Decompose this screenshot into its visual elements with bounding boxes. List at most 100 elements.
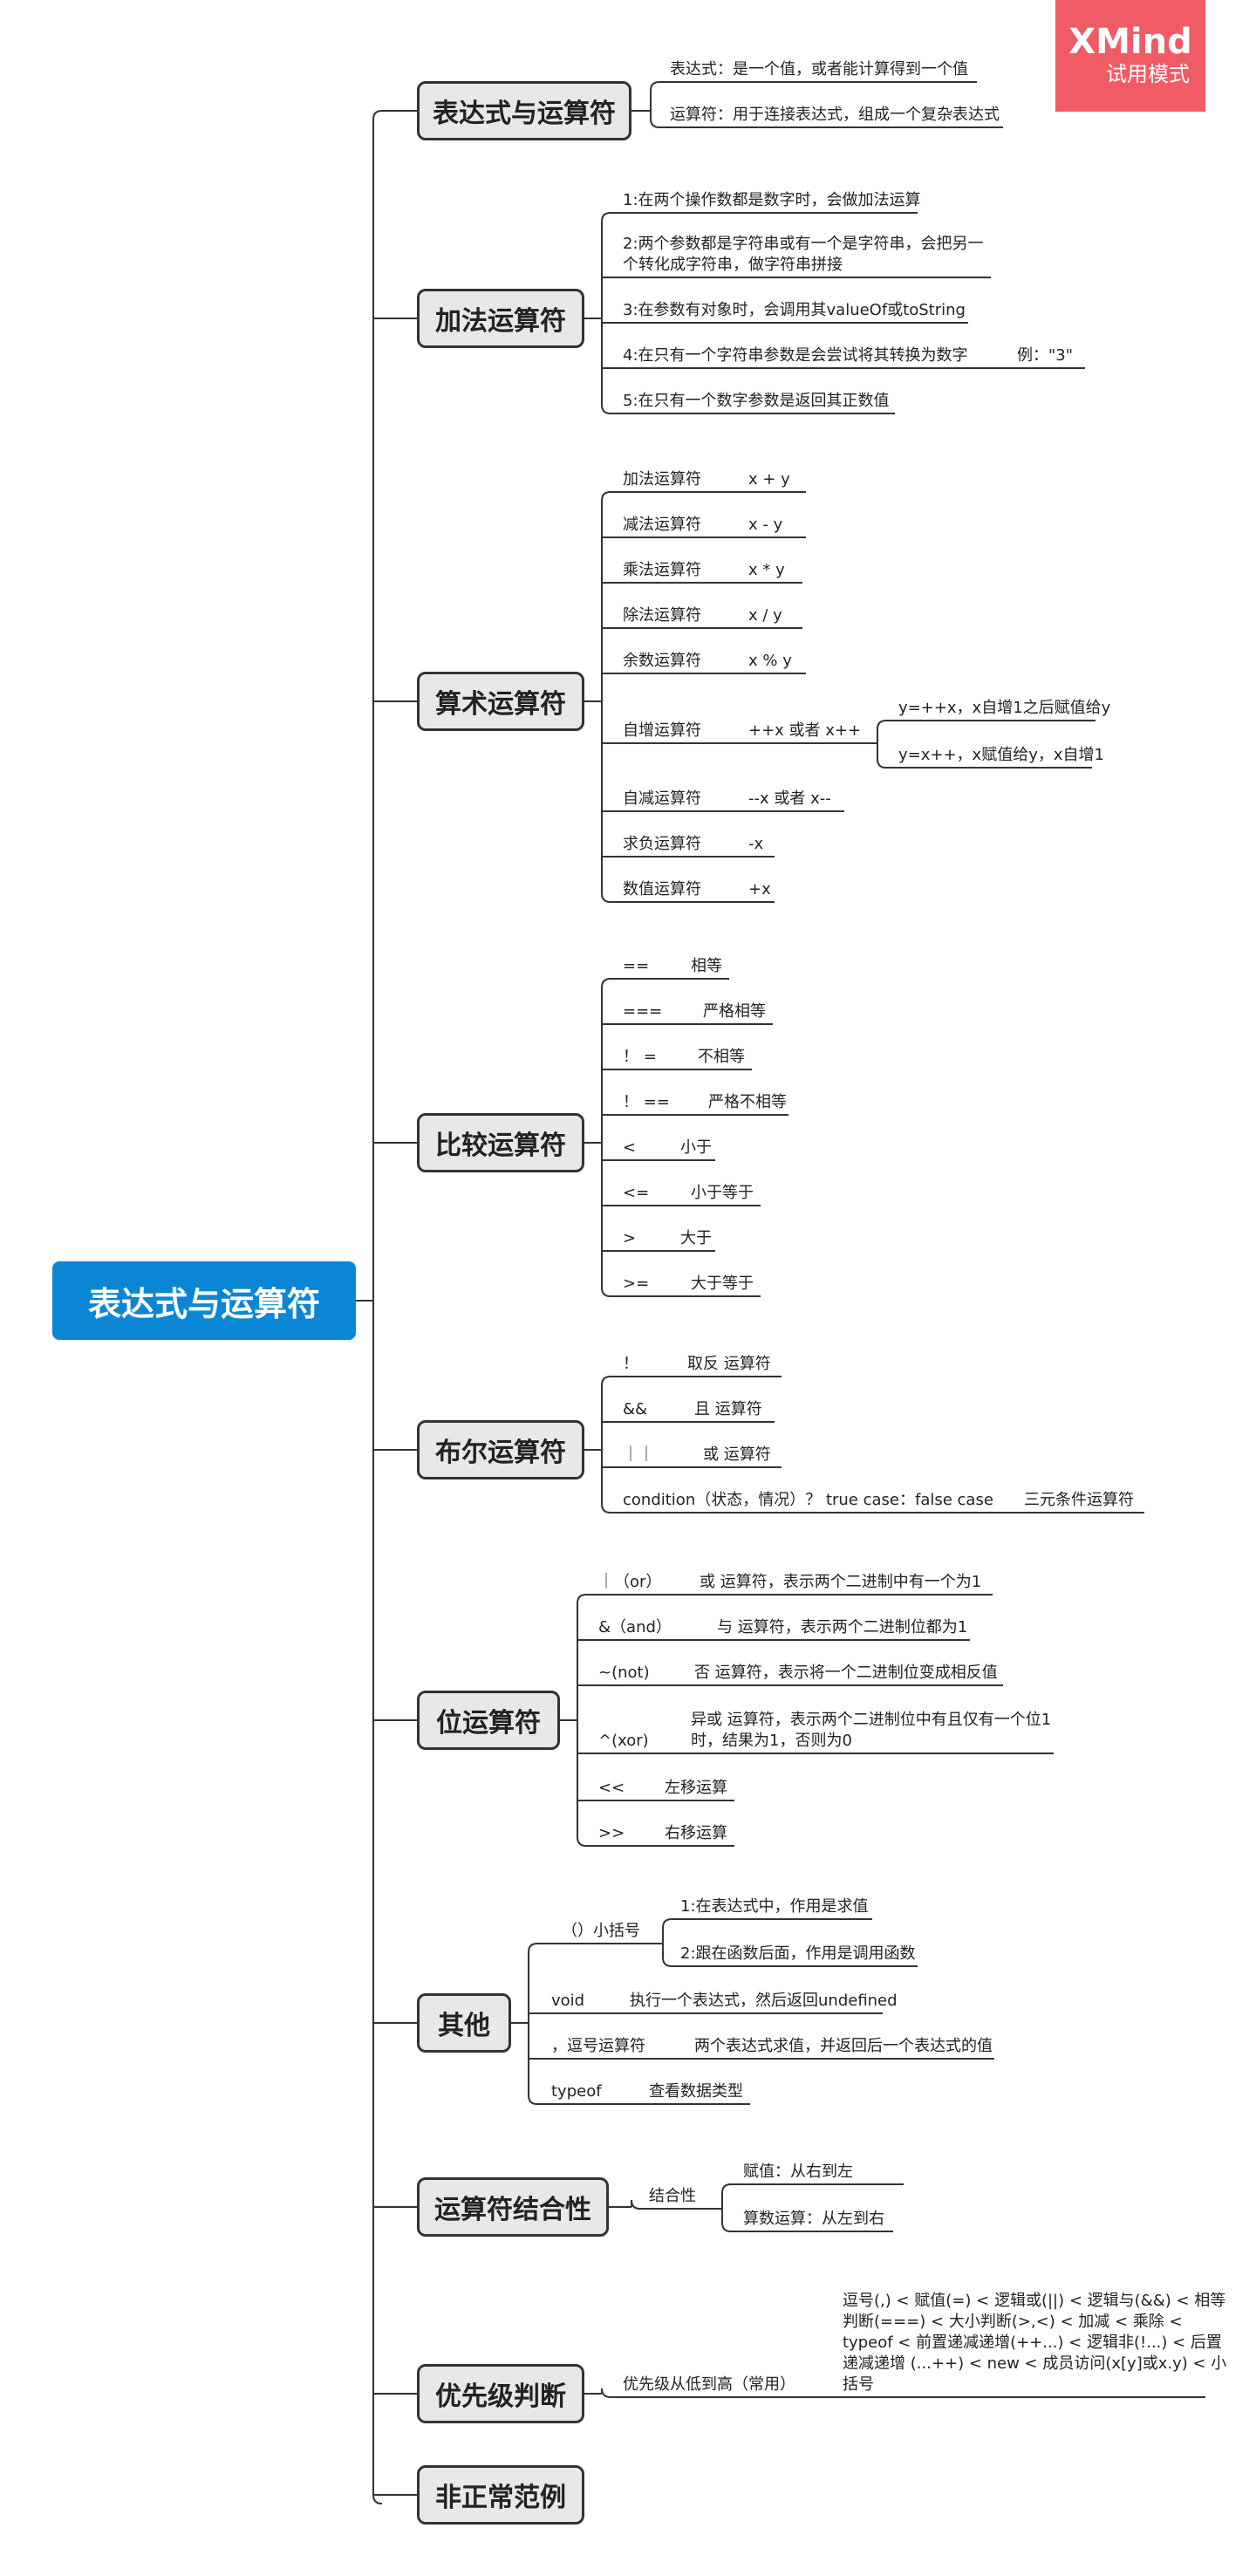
connector-line xyxy=(372,110,417,120)
compare-operator-symbol[interactable]: < xyxy=(623,1138,637,1157)
bitwise-operator-desc: 异或 运算符，表示两个二进制位中有且仅有一个位1 xyxy=(691,1711,1052,1729)
add-rule[interactable]: 4:在只有一个字符串参数是会尝试将其转换为数字 xyxy=(623,346,968,365)
bitwise-operator-desc: 右移运算 xyxy=(665,1824,727,1842)
compare-operator-desc: 严格相等 xyxy=(703,1002,766,1021)
boolean-operator-desc: 取反 运算符 xyxy=(687,1355,771,1373)
connector-line xyxy=(601,978,729,1143)
bitwise-operator-desc-cont: 时，结果为1，否则为0 xyxy=(691,1732,852,1750)
precedence-line: 逗号(,) < 赋值(=) < 逻辑或(||) < 逻辑与(&&) < 相等 xyxy=(843,2292,1226,2310)
arith-operator-name[interactable]: 减法运算符 xyxy=(623,516,701,534)
connector-line xyxy=(601,2388,1205,2398)
bitwise-operator-symbol[interactable]: ｜（or） xyxy=(598,1573,662,1591)
compare-operator-desc: 严格不相等 xyxy=(708,1093,787,1111)
topic-expression[interactable]: 表达式与运算符 xyxy=(417,81,631,140)
compare-operator-symbol[interactable]: === xyxy=(623,1002,663,1021)
connector-line xyxy=(601,701,775,903)
associativity-item[interactable]: 赋值：从右到左 xyxy=(743,2163,853,2181)
precedence-line: 递减递增 (...++) < new < 成员访问(x[y]或x.y) < 小 xyxy=(843,2354,1227,2373)
bitwise-operator-symbol[interactable]: &（and） xyxy=(598,1618,672,1636)
topic-addition[interactable]: 加法运算符 xyxy=(417,289,584,348)
precedence-line: typeof < 前置递减递增(++...) < 逻辑非(!...) < 后置 xyxy=(843,2333,1222,2352)
arith-operator-name[interactable]: 余数运算符 xyxy=(623,652,701,670)
bitwise-operator-desc: 与 运算符，表示两个二进制位都为1 xyxy=(717,1618,968,1636)
parentheses-use[interactable]: 1:在表达式中，作用是求值 xyxy=(680,1897,869,1916)
topic-comparison[interactable]: 比较运算符 xyxy=(417,1113,584,1172)
precedence-label[interactable]: 优先级从低到高（常用） xyxy=(623,2375,795,2394)
precedence-order[interactable]: 逗号(,) < 赋值(=) < 逻辑或(||) < 逻辑与(&&) < 相等 判… xyxy=(843,2291,1226,2395)
connector-line xyxy=(631,2199,706,2210)
topic-precedence[interactable]: 优先级判断 xyxy=(417,2364,584,2423)
bitwise-operator-desc: 否 运算符，表示将一个二进制位变成相反值 xyxy=(694,1664,998,1682)
arith-operator-symbol: x + y xyxy=(748,470,790,489)
topic-arithmetic[interactable]: 算术运算符 xyxy=(417,672,584,731)
compare-operator-symbol[interactable]: <= xyxy=(623,1184,650,1202)
topic-boolean[interactable]: 布尔运算符 xyxy=(417,1420,584,1479)
connector-line xyxy=(577,1594,993,1720)
add-rule[interactable]: 3:在参数有对象时，会调用其valueOf或toString xyxy=(623,301,966,319)
arith-operator-name[interactable]: 除法运算符 xyxy=(623,606,701,625)
compare-operator-symbol[interactable]: ！ == xyxy=(623,1093,670,1111)
arith-operator-name[interactable]: 求负运算符 xyxy=(623,835,701,853)
boolean-operator-desc: 或 运算符 xyxy=(703,1445,771,1464)
arith-operator-symbol: x * y xyxy=(748,561,785,579)
boolean-operator-symbol[interactable]: condition（状态，情况）？ true case：false case xyxy=(623,1491,993,1509)
arith-operator-name[interactable]: 数值运算符 xyxy=(623,880,701,899)
connector-line xyxy=(721,2183,904,2209)
arith-operator-symbol: -x xyxy=(748,835,764,853)
connector-line xyxy=(601,318,895,414)
topic-abnormal-examples[interactable]: 非正常范例 xyxy=(417,2465,584,2525)
connector-line xyxy=(601,491,806,701)
trial-mode-label: 试用模式 xyxy=(1106,62,1190,86)
expr-item[interactable]: 表达式：是一个值，或者能计算得到一个值 xyxy=(670,60,968,79)
bitwise-operator-symbol[interactable]: << xyxy=(598,1779,625,1797)
boolean-operator-desc: 三元条件运算符 xyxy=(1024,1491,1134,1509)
boolean-operator-desc: 且 运算符 xyxy=(694,1400,762,1418)
increment-detail[interactable]: y=x++，x赋值给y，x自增1 xyxy=(898,746,1104,764)
central-topic[interactable]: 表达式与运算符 xyxy=(52,1261,356,1340)
compare-operator-desc: 大于 xyxy=(680,1229,712,1247)
compare-operator-desc: 小于 xyxy=(680,1138,712,1157)
connector-line xyxy=(372,2494,383,2504)
boolean-operator-symbol[interactable]: ｜｜ xyxy=(623,1445,654,1464)
compare-operator-symbol[interactable]: > xyxy=(623,1229,637,1247)
associativity-item[interactable]: 算数运算：从左到右 xyxy=(743,2210,884,2228)
arith-operator-symbol: +x xyxy=(748,880,771,899)
expr-item[interactable]: 运算符：用于连接表达式，组成一个复杂表达式 xyxy=(670,106,1000,124)
compare-operator-desc: 相等 xyxy=(691,957,722,975)
topic-bitwise[interactable]: 位运算符 xyxy=(417,1691,560,1750)
arith-operator-name[interactable]: 自减运算符 xyxy=(623,789,701,808)
bitwise-operator-symbol[interactable]: ^(xor) xyxy=(598,1732,649,1750)
compare-operator-symbol[interactable]: == xyxy=(623,957,650,975)
compare-operator-desc: 小于等于 xyxy=(691,1184,754,1202)
connector-line xyxy=(650,81,977,111)
xmind-trial-badge[interactable]: XMind 试用模式 xyxy=(1055,0,1205,112)
add-rule[interactable]: 5:在只有一个数字参数是返回其正数值 xyxy=(623,392,890,410)
increment-detail[interactable]: y=++x，x自增1之后赋值给y xyxy=(898,699,1111,717)
connector-line xyxy=(662,1944,918,1967)
topic-associativity[interactable]: 运算符结合性 xyxy=(417,2177,609,2237)
other-operator-symbol[interactable]: typeof xyxy=(551,2082,602,2101)
compare-operator-symbol[interactable]: >= xyxy=(623,1274,650,1293)
parentheses-label[interactable]: （）小括号 xyxy=(562,1922,640,1940)
bitwise-operator-desc: 或 运算符，表示两个二进制中有一个为1 xyxy=(700,1573,982,1591)
arith-operator-name[interactable]: 自增运算符 xyxy=(623,721,701,740)
other-operator-symbol[interactable]: void xyxy=(551,1992,585,2010)
boolean-operator-symbol[interactable]: && xyxy=(623,1400,648,1418)
arith-operator-name[interactable]: 加法运算符 xyxy=(623,470,701,489)
bitwise-operator-symbol[interactable]: ~(not) xyxy=(598,1664,650,1682)
parentheses-use[interactable]: 2:跟在函数后面，作用是调用函数 xyxy=(680,1944,916,1963)
compare-operator-desc: 大于等于 xyxy=(691,1274,754,1293)
connector-line xyxy=(877,743,1092,769)
add-rule[interactable]: 1:在两个操作数都是数字时，会做加法运算 xyxy=(623,191,921,209)
boolean-operator-symbol[interactable]: ！ xyxy=(623,1355,638,1373)
arith-operator-name[interactable]: 乘法运算符 xyxy=(623,561,701,579)
associativity-label[interactable]: 结合性 xyxy=(649,2187,696,2205)
add-rule[interactable]: 2:两个参数都是字符串或有一个是字符串，会把另一 xyxy=(623,235,984,253)
bitwise-operator-symbol[interactable]: >> xyxy=(598,1824,625,1842)
other-operator-symbol[interactable]: ，逗号运算符 xyxy=(551,2037,645,2055)
compare-operator-symbol[interactable]: ！ = xyxy=(623,1048,657,1066)
topic-other[interactable]: 其他 xyxy=(417,1993,511,2053)
xmind-logo: XMind xyxy=(1068,22,1192,62)
